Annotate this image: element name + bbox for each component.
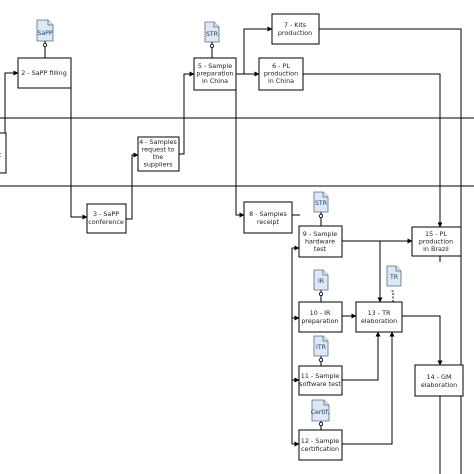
document-fold: [213, 22, 219, 28]
swimlanes: [0, 117, 474, 187]
edge-p11-p13: [342, 331, 381, 381]
edge-p13-tr: [390, 290, 394, 302]
document-itr[interactable]: ITR: [313, 335, 329, 366]
document-ir-label: IR: [318, 278, 325, 285]
document-str-1[interactable]: STR: [204, 21, 220, 58]
document-certif-link-end: [318, 421, 323, 426]
document-itr-label: ITR: [316, 344, 327, 351]
process-p1-box: [0, 132, 7, 174]
edge-p6-p15: [303, 73, 443, 228]
edge-p7-p15: [319, 28, 462, 474]
process-p2-box: [17, 57, 72, 89]
process-p9-box: [298, 225, 343, 258]
document-sapp[interactable]: SaPP: [36, 19, 54, 58]
document-fold: [322, 192, 328, 198]
document-icons: SaPP STR STR IR ITR: [36, 19, 402, 430]
document-str-2[interactable]: STR: [313, 191, 329, 226]
document-str-1-link-end: [209, 44, 214, 49]
process-p11-box: [298, 365, 343, 396]
process-p12-box: [298, 429, 343, 461]
edge-p5-p7: [243, 26, 273, 74]
document-str-2-label: STR: [315, 200, 328, 207]
edge-p13-p14: [402, 315, 443, 366]
process-p15-box: [411, 226, 462, 257]
process-p4-box: [137, 136, 180, 172]
edge-p3-p4: [126, 152, 139, 220]
process-p1[interactable]: t: [0, 132, 7, 174]
document-str-1-label: STR: [206, 31, 219, 38]
process-p8-box: [243, 201, 293, 234]
document-fold: [322, 270, 328, 276]
document-fold: [395, 266, 401, 272]
document-sapp-label: SaPP: [37, 30, 52, 37]
process-p14-box: [414, 364, 464, 397]
process-p2-label: 2 - SaPP filling: [21, 69, 67, 77]
document-itr-link-end: [318, 357, 323, 362]
process-p5-box: [193, 57, 237, 91]
process-p6-box: [258, 57, 304, 91]
document-tr[interactable]: TR: [386, 265, 402, 287]
edge-p1-p2: [4, 70, 19, 133]
document-str-2-link-end: [318, 213, 323, 218]
edge-p5-p8: [235, 88, 245, 218]
document-certif-label: Certif.: [311, 409, 330, 416]
process-p1-label: t: [0, 151, 2, 159]
connectors: [4, 26, 462, 474]
edge-p4-p5: [179, 71, 195, 155]
process-p7-box: [271, 13, 320, 45]
process-p13-box: [355, 301, 403, 333]
document-certif[interactable]: Certif.: [311, 399, 330, 430]
process-p3-box: [86, 203, 127, 234]
process-p10-box: [298, 301, 343, 333]
edge-p12-p13: [342, 331, 395, 445]
document-tr-label: TR: [389, 274, 399, 281]
document-ir[interactable]: IR: [313, 269, 329, 302]
document-sapp-link-end: [43, 43, 48, 48]
document-ir-link-end: [318, 291, 323, 296]
document-fold: [47, 20, 53, 26]
document-fold: [323, 400, 329, 406]
document-fold: [322, 336, 328, 342]
process-p2[interactable]: 2 - SaPP filling: [17, 57, 72, 89]
edge-p2-p3: [70, 73, 88, 220]
